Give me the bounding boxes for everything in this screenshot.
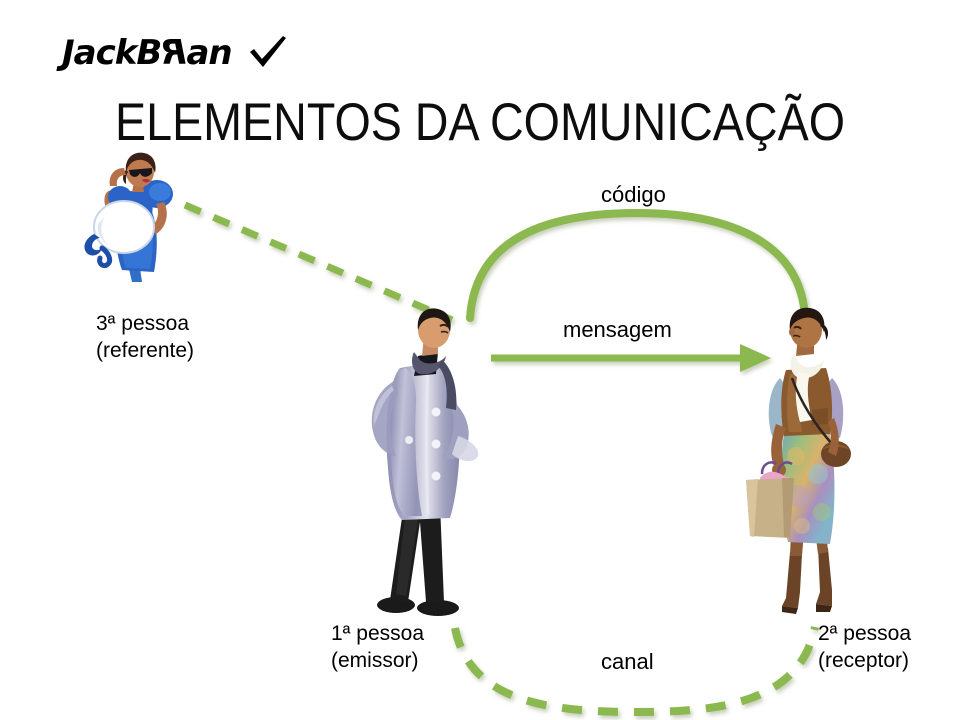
label-mensagem: mensagem: [563, 317, 672, 342]
codigo-arc: [466, 208, 809, 322]
check-icon: [249, 36, 286, 67]
brand-text-part1: JackB: [62, 33, 162, 73]
label-emissor: 1ª pessoa (emissor): [331, 621, 424, 675]
referente-dashed-line: [183, 201, 454, 324]
woman-blue-dress-with-hat-figure: [84, 152, 173, 282]
brand-wordmark: JackBRan: [62, 33, 233, 73]
label-referente-line2: (referente): [96, 338, 195, 362]
woman-with-shopping-bag-figure: [746, 307, 851, 614]
label-canal: canal: [601, 649, 654, 674]
label-receptor-line1: 2ª pessoa: [818, 622, 912, 645]
brand-logo: JackBRan: [62, 33, 290, 73]
label-emissor-line2: (emissor): [331, 648, 419, 672]
mensagem-arrow: [491, 344, 771, 372]
label-emissor-line1: 1ª pessoa: [331, 622, 425, 645]
label-receptor-line2: (receptor): [818, 648, 910, 672]
page-title: ELEMENTOS DA COMUNICAÇÃO: [115, 93, 845, 152]
label-codigo: código: [601, 182, 666, 207]
label-receptor: 2ª pessoa (receptor): [818, 621, 911, 675]
brand-text-part2: an: [186, 33, 232, 73]
man-in-long-grey-coat-figure: [371, 308, 479, 616]
label-referente-line1: 3ª pessoa: [96, 312, 190, 335]
label-referente: 3ª pessoa (referente): [96, 311, 194, 365]
canal-arc: [451, 626, 819, 717]
